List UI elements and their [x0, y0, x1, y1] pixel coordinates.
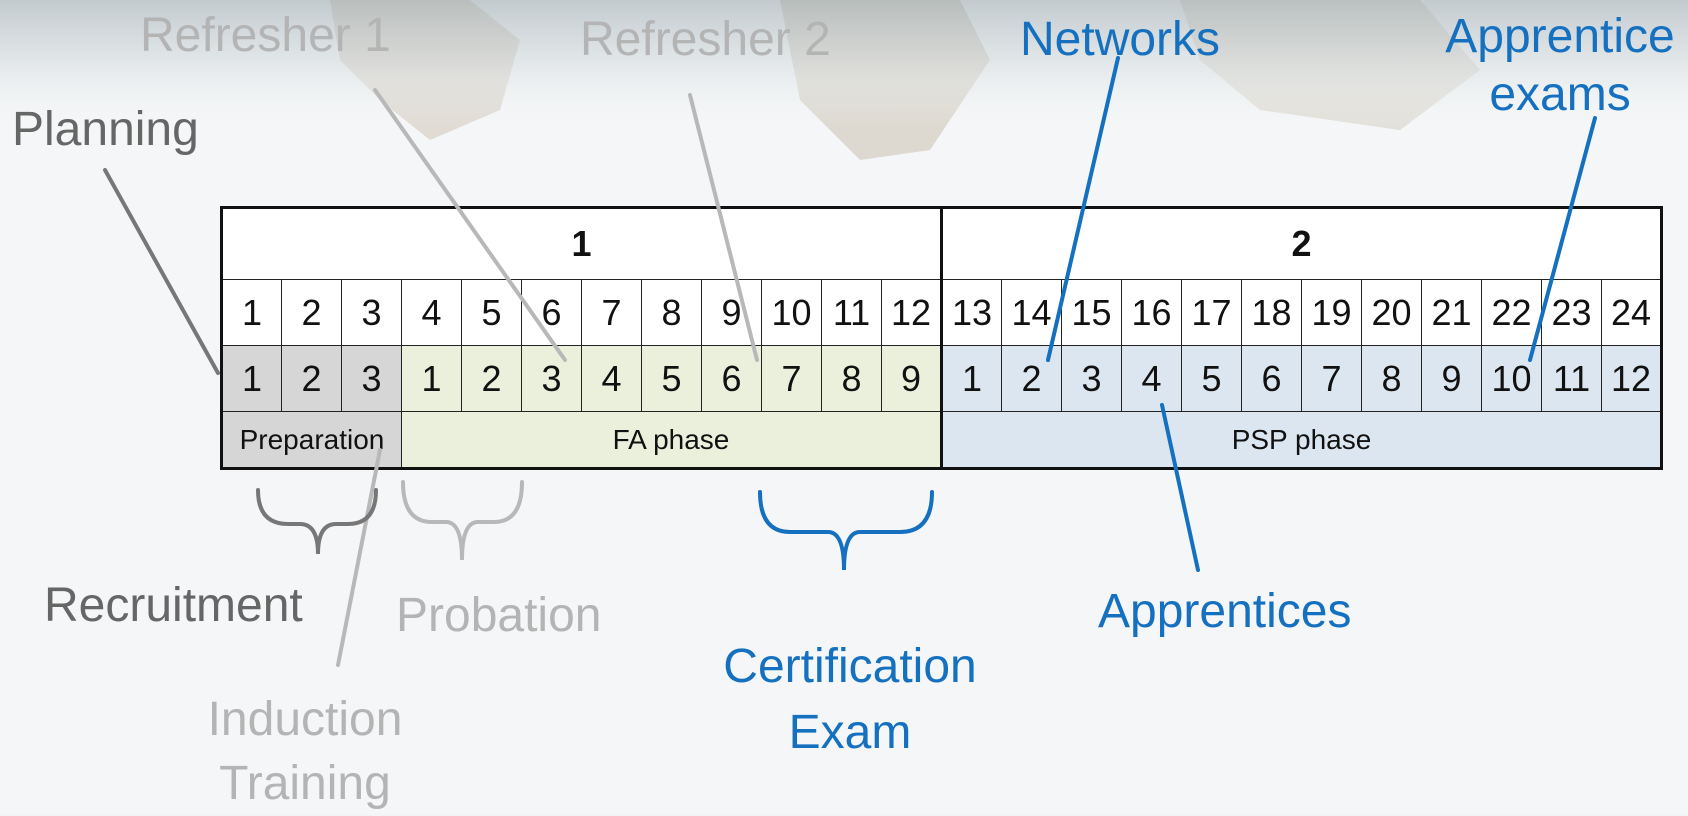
- month-cell: 4: [401, 279, 462, 346]
- phase-month-cell: 9: [881, 345, 943, 412]
- phase-month-cell: 6: [701, 345, 762, 412]
- month-cell: 12: [881, 279, 943, 346]
- month-cell: 13: [941, 279, 1002, 346]
- year-1-cell: 1: [221, 207, 943, 280]
- phase-month-cell: 3: [341, 345, 402, 412]
- phase-month-cell: 9: [1421, 345, 1482, 412]
- planning-label: Planning: [12, 103, 199, 156]
- phase-month-cell: 2: [461, 345, 522, 412]
- apprentice-exams-line1: Apprentice: [1445, 10, 1675, 63]
- phase-month-cell: 4: [1121, 345, 1182, 412]
- month-cell: 10: [761, 279, 822, 346]
- probation-label: Probation: [396, 589, 602, 642]
- phase-month-cell: 12: [1601, 345, 1662, 412]
- phase-month-cell: 3: [521, 345, 582, 412]
- month-cell: 1: [221, 279, 282, 346]
- phase-month-cell: 7: [1301, 345, 1362, 412]
- induction-line2: Training: [219, 757, 391, 810]
- month-cell: 18: [1241, 279, 1302, 346]
- month-cell: 3: [341, 279, 402, 346]
- year-row: 1 2: [221, 207, 1662, 280]
- phase-month-cell: 6: [1241, 345, 1302, 412]
- refresher1-label: Refresher 1: [140, 9, 391, 62]
- year-2-cell: 2: [941, 207, 1662, 280]
- month-cell: 14: [1001, 279, 1062, 346]
- phase-month-cell: 2: [281, 345, 342, 412]
- apprentice-exams-line2: exams: [1489, 68, 1631, 121]
- phase-month-cell: 5: [641, 345, 702, 412]
- preparation-phase-cell: Preparation: [221, 411, 402, 469]
- certification-line1: Certification: [723, 640, 977, 693]
- psp-phase-cell: PSP phase: [941, 411, 1662, 469]
- phase-month-cell: 11: [1541, 345, 1602, 412]
- phase-month-cell: 8: [821, 345, 882, 412]
- recruitment-label: Recruitment: [44, 579, 303, 632]
- month-cell: 11: [821, 279, 882, 346]
- phase-label-row: Preparation FA phase PSP phase: [221, 411, 1662, 469]
- month-cell: 16: [1121, 279, 1182, 346]
- month-cell: 6: [521, 279, 582, 346]
- month-cell: 9: [701, 279, 762, 346]
- month-cell: 24: [1601, 279, 1662, 346]
- phase-month-cell: 10: [1481, 345, 1542, 412]
- phase-month-cell: 5: [1181, 345, 1242, 412]
- month-cell: 21: [1421, 279, 1482, 346]
- phase-month-cell: 3: [1061, 345, 1122, 412]
- month-cell: 22: [1481, 279, 1542, 346]
- certification-line2: Exam: [788, 706, 912, 759]
- month-cell: 23: [1541, 279, 1602, 346]
- month-cell: 15: [1061, 279, 1122, 346]
- phase-month-cell: 1: [941, 345, 1002, 412]
- phase-month-cell: 4: [581, 345, 642, 412]
- apprentice-exams-label: Apprentice exams: [1440, 8, 1680, 124]
- month-cell: 8: [641, 279, 702, 346]
- month-cell: 20: [1361, 279, 1422, 346]
- month-cell: 7: [581, 279, 642, 346]
- phase-month-cell: 2: [1001, 345, 1062, 412]
- month-cell: 2: [281, 279, 342, 346]
- induction-training-label: Induction Training: [180, 688, 430, 816]
- phase-month-cell: 1: [401, 345, 462, 412]
- month-cell: 17: [1181, 279, 1242, 346]
- month-cell: 5: [461, 279, 522, 346]
- certification-exam-label: Certification Exam: [700, 634, 1000, 766]
- induction-line1: Induction: [207, 693, 403, 746]
- refresher2-label: Refresher 2: [580, 13, 831, 66]
- phase-month-cell: 1: [221, 345, 282, 412]
- phase-month-cell: 8: [1361, 345, 1422, 412]
- networks-label: Networks: [1020, 13, 1221, 66]
- month-cell: 19: [1301, 279, 1362, 346]
- apprentices-label: Apprentices: [1098, 585, 1352, 638]
- fa-phase-cell: FA phase: [401, 411, 943, 469]
- phase-month-cell: 7: [761, 345, 822, 412]
